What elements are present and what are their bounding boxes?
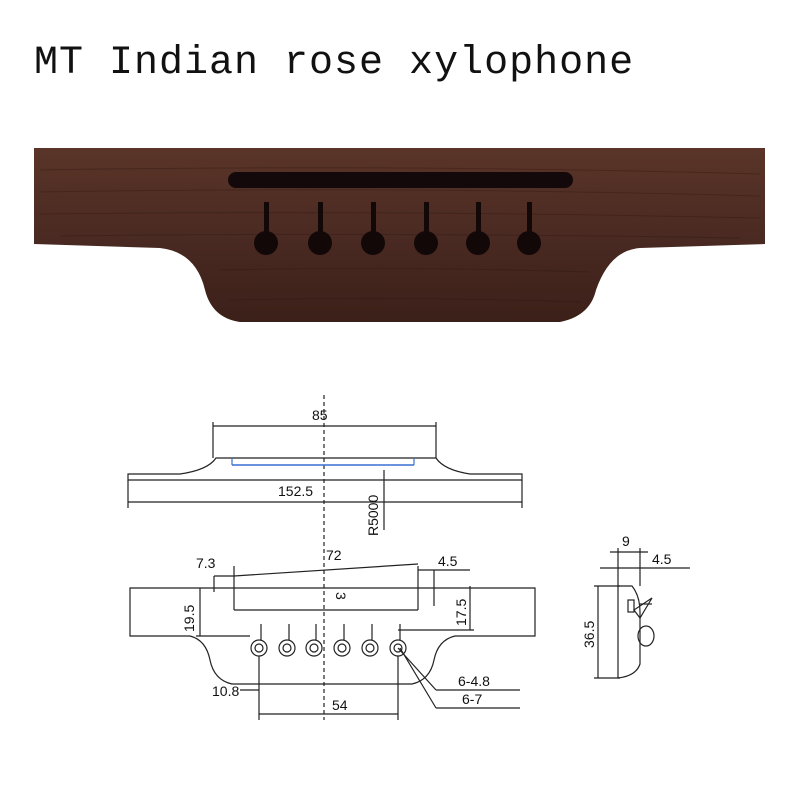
- dim-6-4-8: 6-4.8: [458, 673, 490, 689]
- dim-10-8: 10.8: [212, 683, 239, 699]
- dim-side-36-5: 36.5: [581, 621, 597, 648]
- front-outline: [129, 587, 536, 685]
- dim-3: 3: [333, 592, 349, 600]
- dim-side-9: 9: [622, 533, 630, 549]
- dim-6-7: 6-7: [462, 691, 482, 707]
- dim-54: 54: [332, 697, 348, 713]
- dim-4-5: 4.5: [438, 553, 458, 569]
- bridge-photo: [34, 148, 765, 322]
- saddle-slot: [228, 172, 573, 188]
- dim-19-5: 19.5: [181, 605, 197, 632]
- side-outline: [617, 585, 641, 679]
- dim-85: 85: [312, 407, 328, 423]
- page-title: MT Indian rose xylophone: [34, 41, 635, 86]
- front-slot: [233, 566, 419, 611]
- dim-r5000: R5000: [365, 495, 381, 536]
- pin-holes: [254, 202, 541, 255]
- dim-7-3: 7.3: [196, 555, 216, 571]
- dim-72: 72: [326, 547, 342, 563]
- bridge-body: [34, 148, 765, 322]
- profile-outline: [127, 457, 523, 481]
- front-pins: [250, 624, 407, 657]
- dim-152-5: 152.5: [278, 483, 313, 499]
- dim-side-4-5: 4.5: [652, 551, 672, 567]
- dim-17-5: 17.5: [453, 599, 469, 626]
